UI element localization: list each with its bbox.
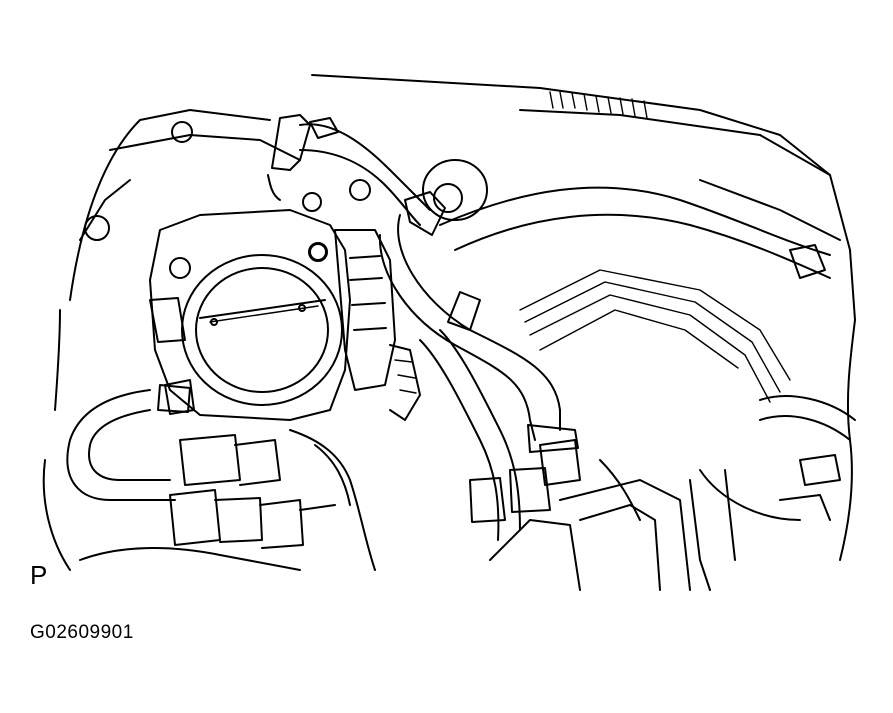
main-coolant-hose	[378, 214, 579, 453]
lower-left-hoses	[79, 429, 376, 571]
upper-right-hose	[439, 186, 831, 279]
lower-right-bracket	[489, 319, 856, 591]
left-hose	[66, 384, 191, 501]
middle-hoses	[419, 329, 581, 541]
intake-plenum-cover	[311, 74, 856, 321]
throttle-body	[149, 209, 351, 421]
upper-small-hose	[267, 114, 431, 226]
figure-code: G02609901	[30, 622, 134, 643]
throttle-position-sensor	[334, 229, 421, 421]
view-marker: P	[30, 560, 48, 590]
filler-cap	[404, 159, 488, 236]
right-pipe-lines	[519, 269, 856, 591]
